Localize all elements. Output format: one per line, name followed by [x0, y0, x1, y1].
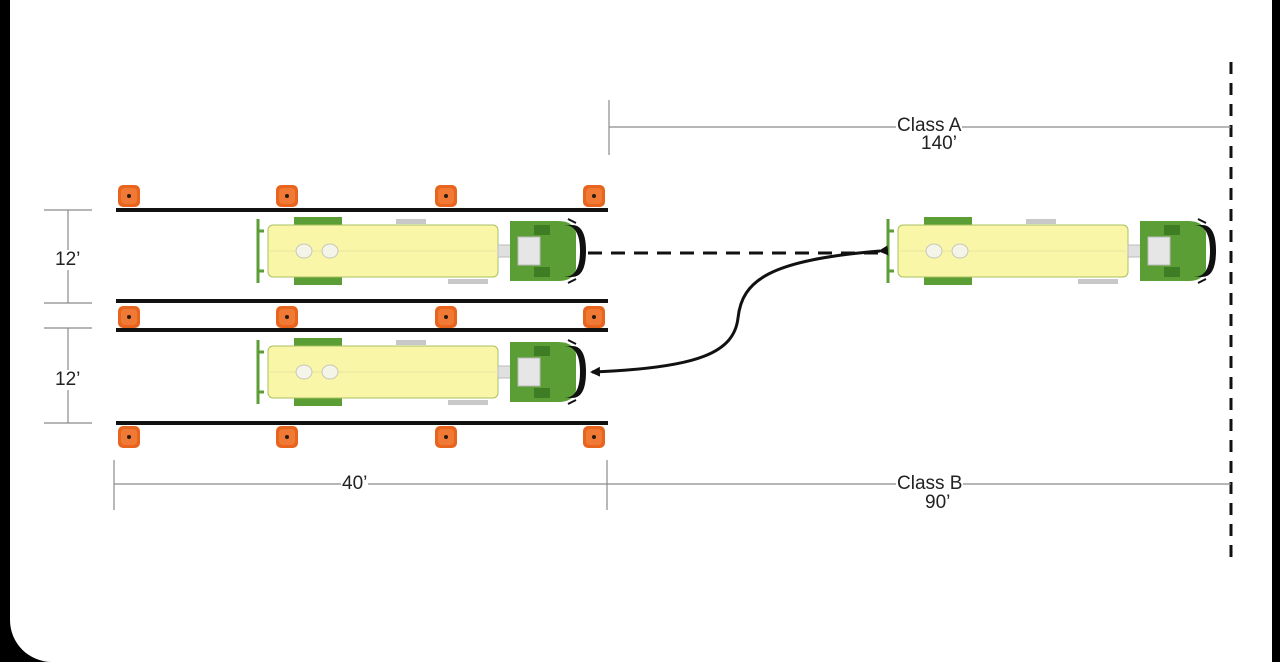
- truck-approaching: [886, 215, 1218, 287]
- truck-lane-bottom: [256, 336, 588, 408]
- curved-arrow-icon: [590, 245, 889, 377]
- truck-lane-top: [256, 215, 588, 287]
- lane-length-label: 40’: [341, 473, 369, 494]
- class-a-distance-label: 140’: [920, 133, 958, 154]
- diagram-canvas: Class A 140’ Class B 90’ 40’ 12’ 12’: [10, 0, 1272, 662]
- lane-width-bottom-label: 12’: [54, 369, 82, 390]
- lane-width-top-label: 12’: [54, 249, 82, 270]
- class-b-distance-label: 90’: [924, 492, 952, 513]
- class-a-label: Class A: [896, 115, 963, 136]
- class-b-label: Class B: [896, 473, 964, 494]
- diagram-svg: [44, 62, 1233, 560]
